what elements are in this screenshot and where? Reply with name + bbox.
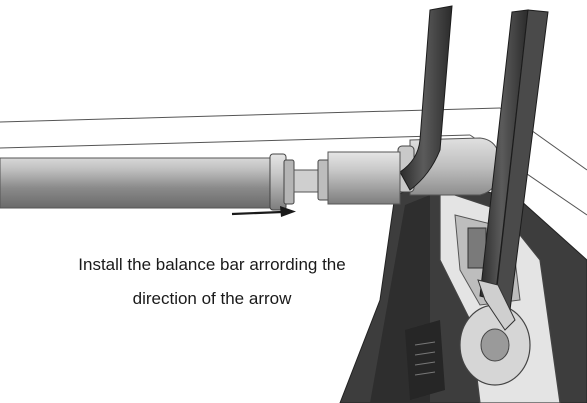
instruction-caption-line-2: direction of the arrow	[132, 289, 292, 308]
bar-connector	[293, 151, 401, 205]
direction-arrow	[231, 206, 296, 217]
balance-bar	[0, 153, 295, 211]
instruction-caption-line-1: Install the balance bar arrording the	[78, 255, 346, 274]
upright-tubes	[399, 5, 549, 331]
